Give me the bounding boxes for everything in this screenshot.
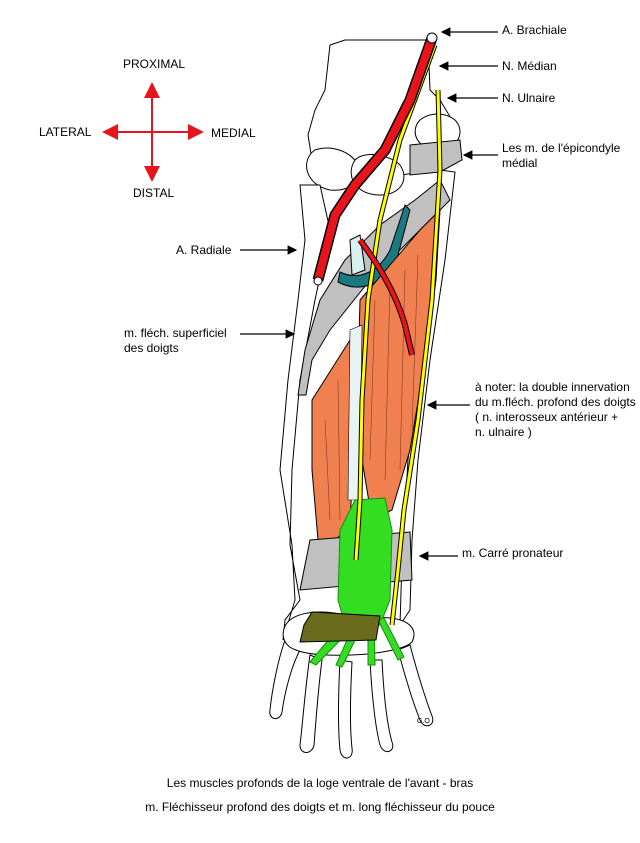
- fds-label-line1: m. fléch. superficiel: [124, 326, 227, 340]
- pronator-quadratus-label: m. Carré pronateur: [462, 546, 564, 560]
- leader-lines: [240, 27, 498, 561]
- double-innervation-note: à noter: la double innervation du m.fléc…: [475, 380, 636, 440]
- brachial-artery-label: A. Brachiale: [502, 23, 567, 37]
- epicondyle-muscles-label: Les m. de l'épicondyle médial: [502, 141, 620, 171]
- ulnar-nerve-label: N. Ulnaire: [502, 91, 556, 105]
- compass-medial-label: MEDIAL: [211, 126, 256, 140]
- median-nerve-label: N. Médian: [502, 59, 557, 73]
- fds-label-line2: des doigts: [124, 341, 179, 355]
- deep-flexor-muscles: [311, 208, 441, 551]
- note-line3: ( n. interosseux antérieur +: [475, 410, 619, 424]
- note-line2: du m.fléch. profond des doigts: [475, 395, 636, 409]
- radial-artery-label: A. Radiale: [176, 243, 232, 257]
- caption-line1: Les muscles profonds de la loge ventrale…: [166, 776, 474, 790]
- fds-label: m. fléch. superficiel des doigts: [124, 326, 227, 356]
- epicondyle-muscles-label-line1: Les m. de l'épicondyle: [502, 141, 621, 155]
- compass-distal-label: DISTAL: [133, 186, 175, 200]
- epicondyle-muscles-label-line2: médial: [502, 156, 538, 170]
- note-line4: n. ulnaire ): [475, 425, 532, 439]
- orientation-compass: [102, 82, 204, 182]
- compass-proximal-label: PROXIMAL: [123, 57, 186, 71]
- author-signature: G.O: [417, 718, 430, 725]
- note-line1: à noter: la double innervation: [475, 380, 630, 394]
- caption-line2: m. Fléchisseur profond des doigts et m. …: [145, 800, 495, 814]
- flexor-retinaculum: [299, 611, 381, 643]
- compass-lateral-label: LATERAL: [39, 125, 92, 139]
